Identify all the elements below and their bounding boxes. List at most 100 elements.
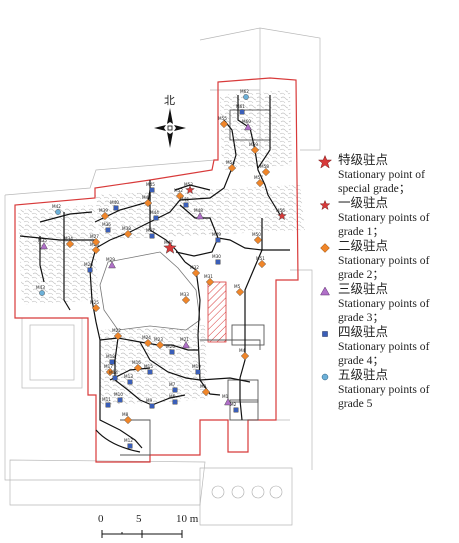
point-label: M2 [230, 402, 237, 407]
triangle-icon [320, 286, 330, 296]
point-label: M17 [104, 364, 113, 369]
legend-en: Stationary points of grade 5 [338, 383, 430, 410]
point-marker [182, 341, 190, 349]
point-label: M26 [84, 262, 93, 267]
point-marker [233, 407, 239, 413]
legend-en: Stationary points of grade 3； [338, 297, 430, 324]
diamond-icon [320, 243, 330, 253]
legend-cn: 五级驻点 [338, 368, 389, 382]
point-label: M11 [102, 397, 111, 402]
point-label: M53 [184, 182, 193, 187]
point-marker [91, 237, 101, 247]
star-large-icon [318, 155, 332, 169]
point-marker [172, 399, 178, 405]
point-label: M24 [142, 335, 151, 340]
point-marker [127, 443, 133, 449]
point-marker [185, 184, 195, 195]
point-marker [181, 295, 191, 305]
scale-tick-10: 10 m [176, 513, 199, 525]
legend-en: Stationary points of grade 1； [338, 211, 430, 238]
scale-tick-5: 5 [136, 513, 142, 525]
point-label: M37 [146, 228, 155, 233]
legend-item-grade1: 一级驻点 Stationary points of grade 1； [318, 196, 456, 239]
central-pond [99, 251, 201, 331]
garden-boundary [14, 77, 299, 463]
point-marker [261, 167, 271, 177]
point-marker [123, 229, 133, 239]
point-label: M14 [109, 370, 118, 375]
stationary-points: M62M61M60M59M58M57M56M55M54M53M52M51M50M… [36, 89, 287, 449]
legend-cn: 四级驻点 [338, 325, 389, 339]
point-marker [253, 235, 263, 245]
point-marker [113, 331, 123, 341]
point-marker [91, 303, 101, 313]
point-marker [143, 198, 153, 208]
legend-item-grade4: 四级驻点 Stationary points of grade 4； [318, 325, 456, 368]
point-marker [175, 191, 185, 201]
hatched-area [207, 281, 227, 343]
point-marker [147, 369, 153, 375]
point-marker [108, 261, 116, 269]
point-label: M22 [112, 328, 121, 333]
point-label: M61 [236, 104, 245, 109]
point-label: M6 [169, 394, 176, 399]
point-label: M62 [240, 89, 249, 94]
legend-en: Stationary points of grade 2； [338, 254, 430, 281]
point-marker [195, 369, 201, 375]
point-marker [215, 237, 221, 243]
point-marker [113, 205, 119, 211]
point-label: M39 [99, 208, 108, 213]
point-marker [244, 123, 252, 131]
point-marker [87, 267, 93, 273]
point-marker [172, 387, 178, 393]
context-circles [211, 485, 283, 499]
point-label: M46 [180, 197, 189, 202]
point-label: M7 [169, 382, 176, 387]
point-marker [65, 239, 75, 249]
point-marker [149, 187, 155, 193]
point-label: M1 [222, 394, 229, 399]
point-marker [112, 375, 118, 381]
point-marker [277, 210, 287, 221]
point-marker [149, 233, 155, 239]
point-marker [183, 202, 189, 208]
point-marker [117, 397, 123, 403]
point-marker [201, 387, 211, 397]
star-small-icon [319, 199, 331, 211]
point-marker [109, 359, 115, 365]
point-label: M8 [122, 412, 129, 417]
tour-routes [19, 95, 290, 453]
point-marker [100, 211, 110, 221]
point-marker [191, 268, 201, 278]
point-marker [105, 227, 111, 233]
point-label: M57 [254, 175, 263, 180]
point-label: M43 [36, 285, 45, 290]
point-label: M42 [52, 204, 61, 209]
point-label: M25 [90, 300, 99, 305]
point-label: M12 [124, 438, 133, 443]
point-label: M48 [194, 208, 203, 213]
point-label: M23 [154, 337, 163, 342]
point-label: M32 [190, 265, 199, 270]
point-label: M19 [192, 364, 201, 369]
point-label: M15 [144, 364, 153, 369]
point-label: M49 [212, 232, 221, 237]
north-label: 北 [164, 94, 175, 107]
point-label: M13 [124, 374, 133, 379]
point-label: M21 [180, 337, 189, 342]
legend-cn: 特级驻点 [338, 153, 389, 167]
point-marker [219, 119, 229, 129]
point-label: M27 [90, 234, 99, 239]
point-label: M18 [106, 354, 115, 359]
point-label: M31 [204, 274, 213, 279]
point-marker [163, 240, 177, 254]
point-label: M35 [38, 238, 47, 243]
legend-cn: 二级驻点 [338, 239, 389, 253]
legend-item-special: 特级驻点 Stationary point of special grade； [318, 153, 456, 196]
point-marker [39, 290, 45, 296]
legend-item-grade5: 五级驻点 Stationary points of grade 5 [318, 368, 456, 411]
point-marker [133, 363, 143, 373]
point-label: M3 [200, 384, 207, 389]
point-label: M34 [64, 236, 73, 241]
